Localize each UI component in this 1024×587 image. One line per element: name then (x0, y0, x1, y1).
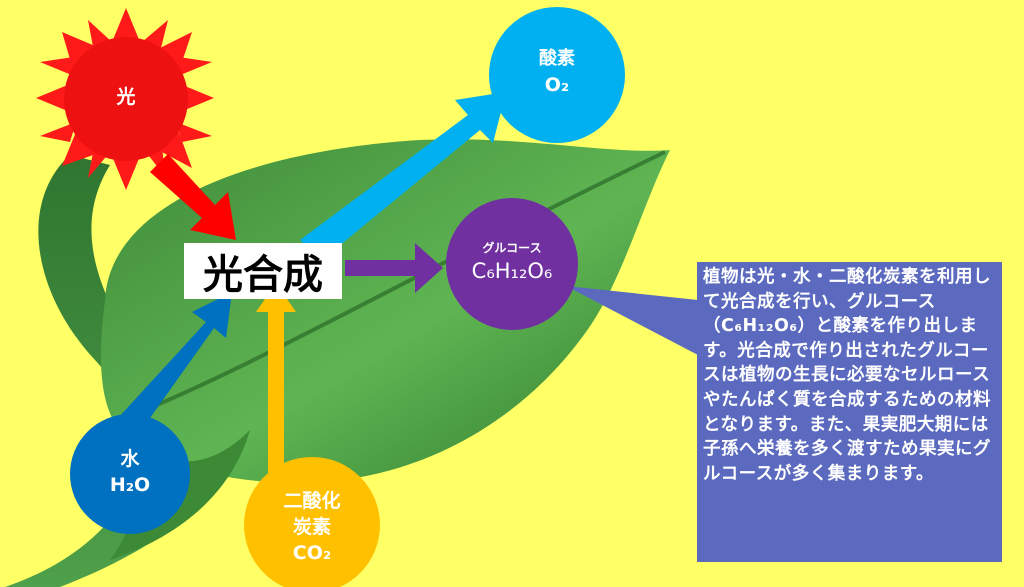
oxygen-formula: O₂ (544, 74, 570, 96)
co2-formula: CO₂ (292, 542, 332, 564)
co2-name-line1: 二酸化 (283, 490, 341, 512)
water-formula: H₂O (109, 474, 151, 496)
callout-text: 植物は光・水・二酸化炭素を利用して光合成を行い、グルコース（C₆H₁₂O₆）と酸… (703, 267, 991, 484)
arrow-co2-to-center (256, 283, 296, 480)
sun-label: 光 (116, 86, 136, 108)
callout-pointer (566, 286, 698, 355)
oxygen-circle (489, 7, 625, 143)
glucose-formula: C₆H₁₂O₆ (471, 259, 553, 283)
co2-circle (244, 457, 380, 587)
sun-body (64, 37, 188, 161)
water-name: 水 (120, 448, 140, 470)
co2-name-line2: 炭素 (292, 516, 331, 538)
glucose-name: グルコース (482, 241, 542, 255)
arrow-water-to-center (118, 292, 232, 432)
arrow-sun-to-center (150, 154, 236, 240)
arrow-to-oxygen (300, 92, 506, 260)
leaf-midrib (119, 150, 666, 422)
water-circle (70, 414, 190, 534)
arrow-to-glucose (345, 243, 443, 293)
oxygen-name: 酸素 (539, 48, 575, 69)
photosynthesis-label: 光合成 (184, 243, 342, 299)
callout-box (697, 262, 1002, 562)
glucose-circle (446, 198, 578, 330)
